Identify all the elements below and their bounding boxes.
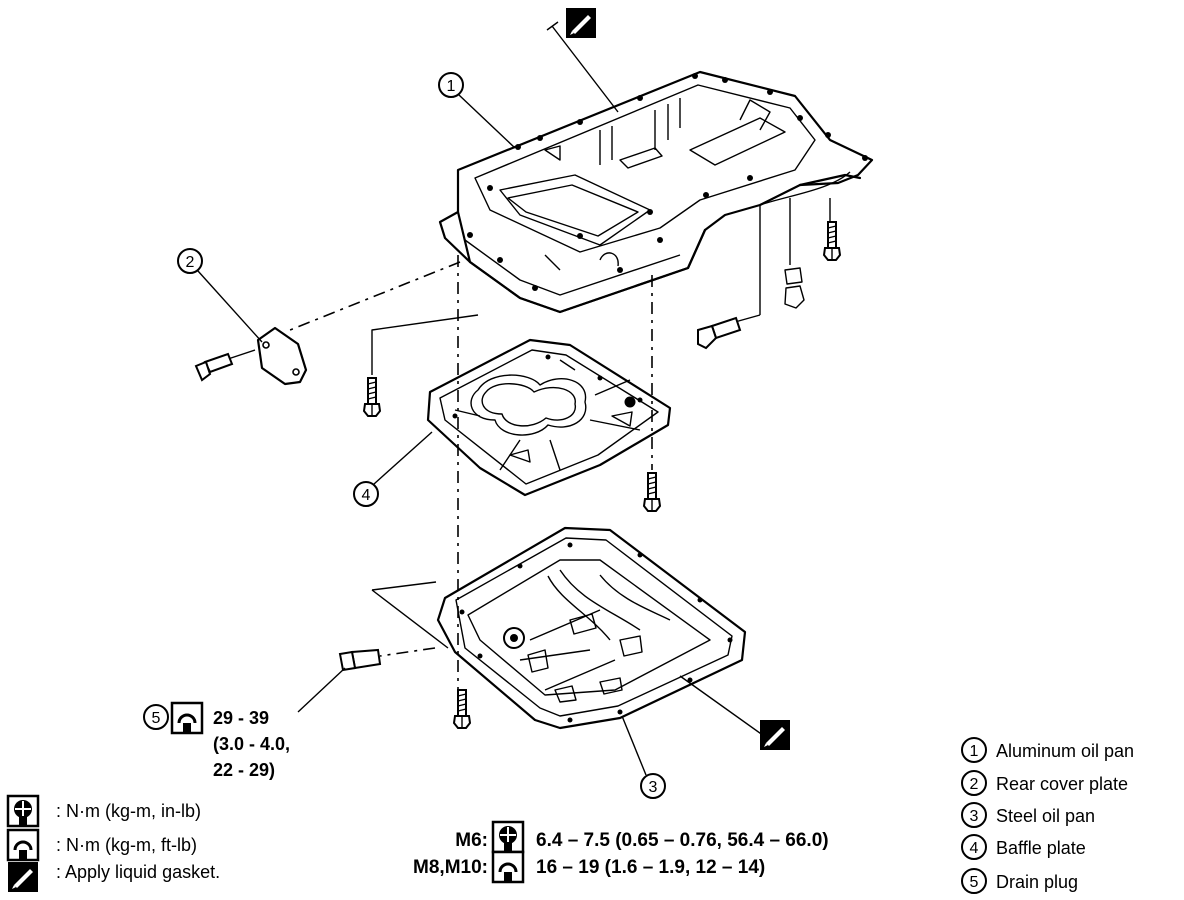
svg-text:3: 3: [970, 808, 979, 825]
bolt-left: [363, 377, 381, 417]
baffle-plate-drawing: [426, 338, 672, 497]
parts-list-item: 2 Rear cover plate: [961, 770, 1128, 796]
svg-text:6.4 – 7.5 (0.65 – 0.76, 56.4 –: 6.4 – 7.5 (0.65 – 0.76, 56.4 – 66.0): [536, 830, 829, 851]
torque-ft-lb-icon: [170, 701, 204, 735]
torque-ft-lb-icon: [491, 850, 525, 884]
drain-plug-drawing: [338, 648, 382, 672]
symbol-legend: : N·m (kg-m, in-lb) : N·m (kg-m, ft-lb) …: [6, 794, 220, 892]
torque-ft-lb-icon: [6, 828, 40, 862]
bolt-bottom: [453, 689, 471, 729]
liquid-gasket-icon-top: [566, 8, 596, 38]
liquid-gasket-icon: [8, 862, 38, 892]
steel-oil-pan-drawing: [436, 526, 747, 730]
torque-in-lb-icon: [491, 820, 525, 854]
svg-text:: N·m (kg-m, ft-lb): : N·m (kg-m, ft-lb): [56, 835, 197, 855]
svg-text:3: 3: [649, 779, 658, 796]
torque-in-lb-icon: [6, 794, 40, 828]
svg-text:: Apply liquid gasket.: : Apply liquid gasket.: [56, 862, 220, 882]
svg-text:Baffle plate: Baffle plate: [996, 838, 1086, 858]
svg-text:16 – 19 (1.6 – 1.9, 12 – 14): 16 – 19 (1.6 – 1.9, 12 – 14): [536, 857, 765, 878]
svg-text:: N·m (kg-m, in-lb): : N·m (kg-m, in-lb): [56, 801, 201, 821]
bolt-right-angled: [697, 314, 761, 350]
bolt-baffle: [643, 472, 661, 512]
svg-text:Steel oil pan: Steel oil pan: [996, 806, 1095, 826]
rear-cover-plate-drawing: [194, 326, 308, 386]
torque-specs: M6: 6.4 – 7.5 (0.65 – 0.76, 56.4 – 66.0)…: [413, 820, 829, 884]
parts-list-item: 5 Drain plug: [961, 868, 1078, 894]
svg-text:4: 4: [970, 840, 979, 857]
callout-4: 4: [353, 431, 433, 507]
svg-text:1: 1: [970, 743, 979, 760]
svg-text:5: 5: [970, 874, 979, 891]
svg-text:M6:: M6:: [455, 830, 488, 851]
callout-1: 1: [438, 72, 516, 149]
svg-text:22 - 29): 22 - 29): [213, 760, 275, 780]
bolt-right-1: [823, 221, 841, 261]
parts-list: 1 Aluminum oil pan 2 Rear cover plate 3 …: [961, 737, 1134, 894]
washer-right: [784, 267, 805, 309]
svg-text:4: 4: [362, 487, 371, 504]
svg-text:2: 2: [186, 254, 195, 271]
svg-text:(3.0 - 4.0,: (3.0 - 4.0,: [213, 734, 290, 754]
drain-plug-torque-callout: 5 29 - 39 (3.0 - 4.0, 22 - 29): [143, 667, 346, 780]
svg-text:Aluminum oil pan: Aluminum oil pan: [996, 741, 1134, 761]
callout-3: 3: [621, 715, 666, 799]
svg-text:5: 5: [152, 710, 161, 727]
leader-gasket-top: [546, 21, 619, 113]
svg-text:29 - 39: 29 - 39: [213, 708, 269, 728]
parts-list-item: 1 Aluminum oil pan: [961, 737, 1134, 763]
callout-2: 2: [177, 248, 263, 343]
svg-text:2: 2: [970, 776, 979, 793]
liquid-gasket-icon-bottom: [760, 720, 790, 750]
svg-text:Rear cover plate: Rear cover plate: [996, 774, 1128, 794]
svg-text:M8,M10:: M8,M10:: [413, 857, 488, 878]
parts-list-item: 3 Steel oil pan: [961, 802, 1095, 828]
svg-text:1: 1: [447, 78, 456, 95]
aluminum-oil-pan-drawing: [438, 70, 874, 314]
svg-text:Drain plug: Drain plug: [996, 872, 1078, 892]
parts-list-item: 4 Baffle plate: [961, 834, 1086, 860]
